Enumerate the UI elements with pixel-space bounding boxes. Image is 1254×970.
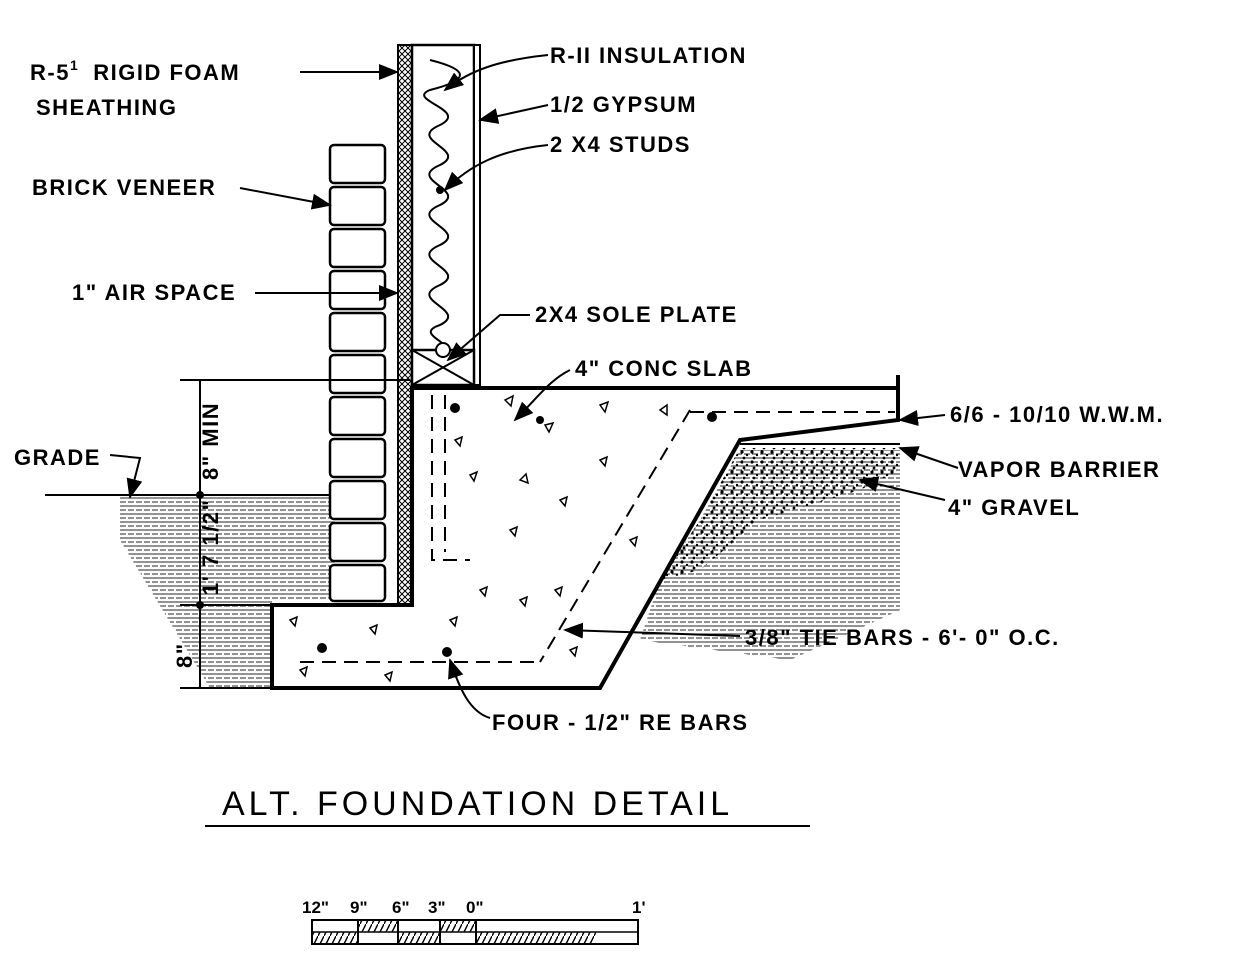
- scale-tick-0: 0": [466, 898, 484, 917]
- scale-tick-9: 9": [350, 898, 368, 917]
- label-studs: 2 X4 STUDS: [550, 132, 691, 157]
- batt-insulation: [423, 59, 461, 356]
- label-conc-slab: 4" CONC SLAB: [575, 356, 753, 381]
- gravel-fill: [660, 448, 900, 580]
- brick-veneer-courses: [328, 143, 387, 603]
- drawing-title: ALT. FOUNDATION DETAIL: [222, 785, 733, 823]
- scale-tick-12: 12": [302, 898, 329, 917]
- label-wwm: 6/6 - 10/10 W.W.M.: [950, 402, 1164, 427]
- dimension-lines: [180, 379, 410, 689]
- label-r11-insulation: R-II INSULATION: [550, 43, 747, 68]
- label-gravel: 4" GRAVEL: [948, 495, 1080, 520]
- concrete-aggregate: [288, 394, 668, 683]
- rebar-dots: [317, 186, 717, 657]
- label-vapor-barrier: VAPOR BARRIER: [958, 457, 1160, 482]
- gypsum-board: [473, 44, 481, 386]
- label-sole-plate: 2X4 SOLE PLATE: [535, 302, 738, 327]
- label-rebars: FOUR - 1/2" RE BARS: [492, 710, 749, 735]
- earth-hatching: [120, 450, 900, 688]
- rigid-foam-sheathing: [397, 44, 413, 606]
- rebar-dashes: [300, 395, 691, 663]
- label-brick-veneer: BRICK VENEER: [32, 175, 216, 200]
- stud-cavity: [410, 43, 476, 387]
- leader-lines: [109, 54, 959, 719]
- label-tie-bars: 3/8" TIE BARS - 6'- 0" O.C.: [745, 625, 1060, 650]
- dim-8: 8": [172, 642, 197, 668]
- dim-8-min: 8" MIN: [198, 402, 223, 480]
- label-grade: GRADE: [14, 445, 101, 470]
- dim-1-7-12: 1' 7 1/2": [198, 499, 223, 595]
- scale-tick-6: 6": [392, 898, 410, 917]
- scale-bar: 12" 9" 6" 3" 0" 1': [302, 898, 646, 945]
- anchor-bolt: [435, 342, 451, 358]
- concrete-slab-footing: [270, 386, 900, 690]
- label-sheathing: SHEATHING: [36, 95, 177, 120]
- label-gypsum: 1/2 GYPSUM: [550, 92, 697, 117]
- scale-tick-3: 3": [428, 898, 446, 917]
- scale-tick-1ft: 1': [632, 898, 646, 917]
- label-air-space: 1" AIR SPACE: [72, 280, 236, 305]
